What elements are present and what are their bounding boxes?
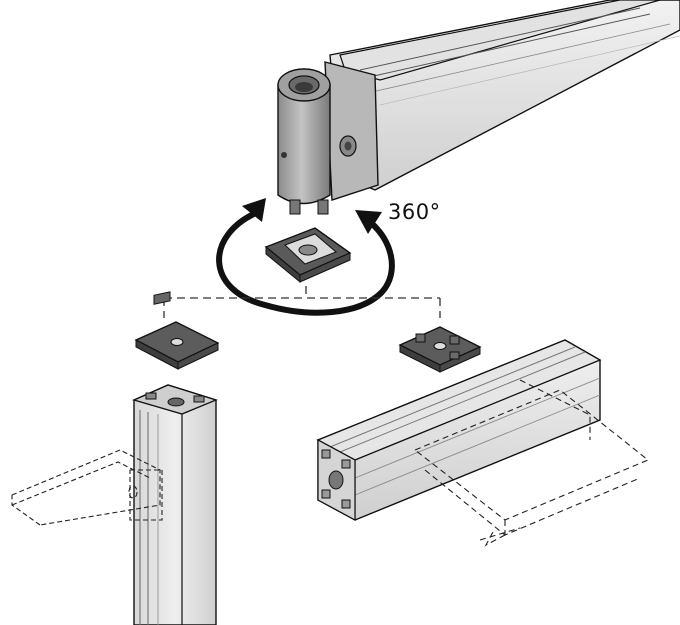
curved-arrow-360-icon — [216, 198, 395, 316]
center-plate — [264, 227, 352, 284]
dashed-bracket — [11, 449, 163, 526]
rotation-label: 360° — [388, 200, 441, 224]
left-plate — [134, 291, 220, 370]
dashed-slide-bracket — [413, 379, 650, 547]
horizontal-profile — [316, 339, 602, 522]
pivot-joint — [277, 61, 379, 215]
vertical-post — [132, 384, 218, 625]
top-profile — [329, 0, 680, 191]
right-plate — [398, 326, 482, 373]
